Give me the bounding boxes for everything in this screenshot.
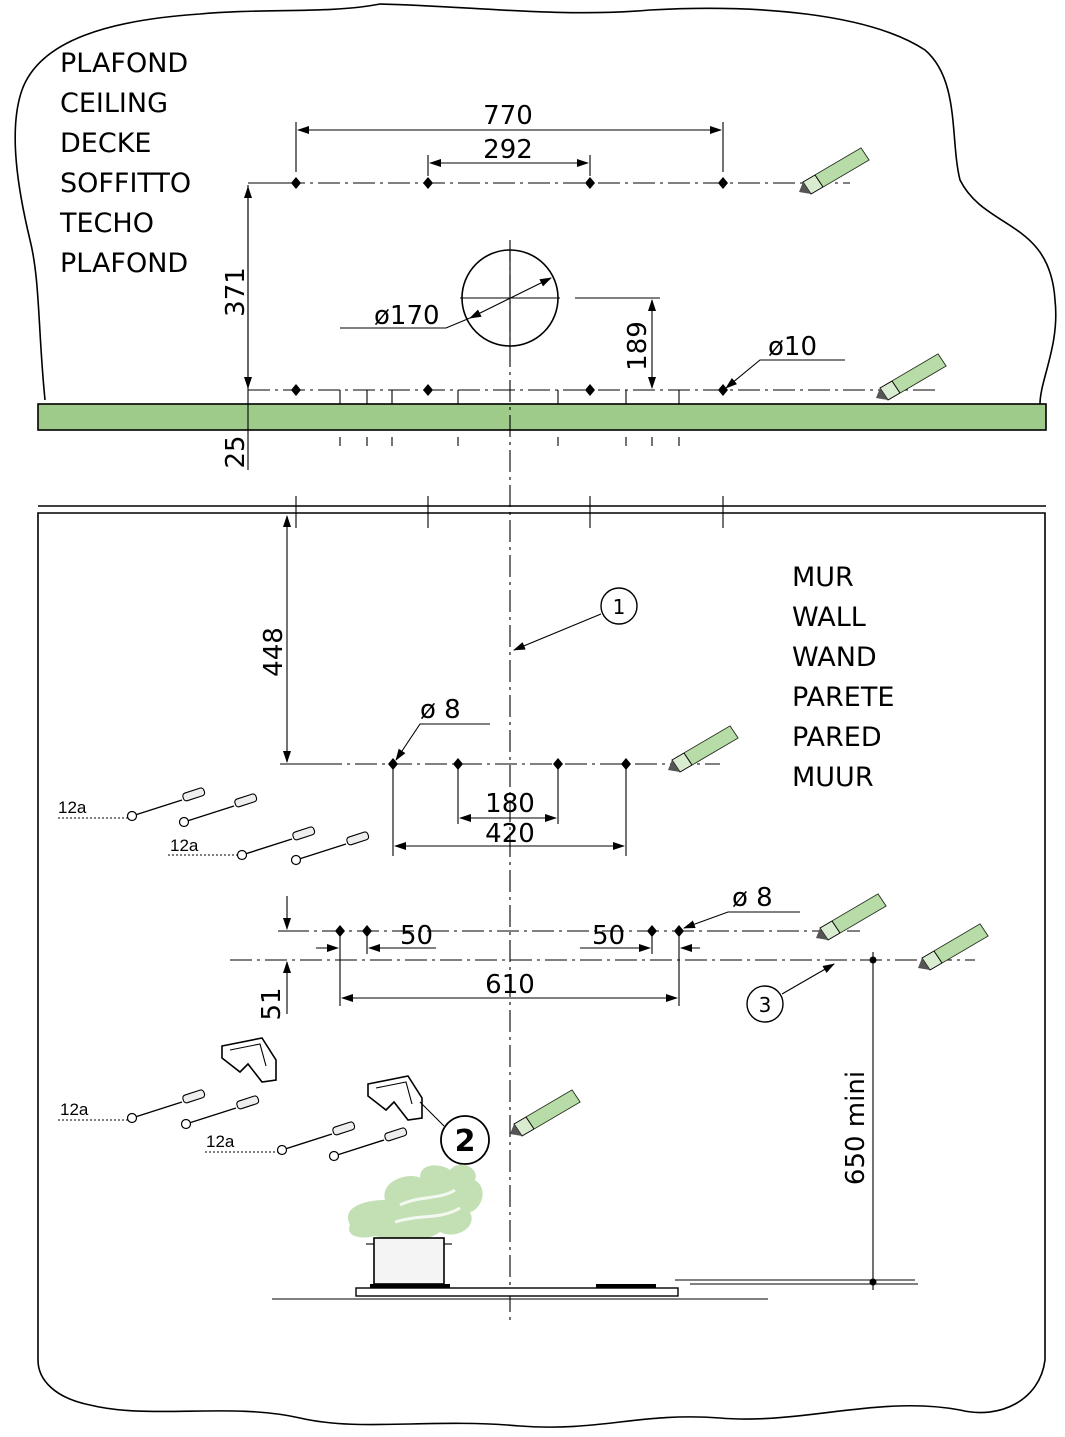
dimension-label: 420 [485, 819, 535, 849]
pencil-icon [667, 725, 739, 773]
ceiling-outline [14, 3, 1057, 405]
ceiling-label: PLAFOND [60, 248, 188, 279]
dimension-label: 189 [623, 321, 653, 371]
wall-label: MUR [792, 562, 854, 593]
fixings-lower: 12a 12a [58, 1088, 409, 1162]
callout-2: 2 [419, 1101, 490, 1165]
dimension-25: 25 [221, 403, 280, 469]
dimension-610: 610 [339, 935, 680, 1006]
dimension-label: 610 [485, 970, 535, 1000]
pencil-icon [798, 147, 870, 195]
dimension-50-left: 50 [316, 921, 436, 954]
dimension-420: 420 [392, 768, 627, 856]
dimension-label: 448 [259, 627, 289, 677]
dimension-292: 292 [427, 135, 591, 176]
ceiling-label: DECKE [60, 128, 151, 159]
bracket-illustration [221, 1037, 423, 1121]
dimension-770: 770 [295, 101, 724, 172]
dimension-label: 770 [483, 101, 533, 131]
wall-lower-hole-row: ø 8 [287, 883, 860, 937]
ceiling-band [37, 403, 1047, 431]
dimension-label: 25 [221, 435, 251, 468]
fixing-label: 12a [60, 1100, 89, 1119]
wall-top-ticks [295, 496, 724, 528]
ceiling-label: TECHO [59, 208, 154, 239]
dimension-51: 51 [257, 896, 300, 1021]
wall-label: PARED [792, 722, 882, 753]
dimension-label: 50 [592, 921, 625, 951]
callout-label: 1 [613, 595, 626, 619]
wall-label: PARETE [792, 682, 894, 713]
pencil-icon [875, 353, 947, 401]
dimension-label: ø10 [768, 332, 817, 362]
dimension-448: 448 [259, 515, 320, 765]
ceiling-label: SOFFITTO [60, 168, 191, 199]
callout-3: 3 [746, 963, 835, 1023]
pencil-icon [917, 923, 989, 971]
wall-label: WALL [792, 602, 866, 633]
band-ticks [339, 437, 680, 446]
dimension-label: 371 [221, 267, 251, 317]
callout-label: 3 [759, 993, 772, 1017]
pencil-icon [509, 1089, 581, 1137]
ceiling-top-hole-row [248, 177, 850, 189]
callout-1: 1 [513, 587, 638, 651]
fixing-label: 12a [170, 836, 199, 855]
dimension-label: 292 [483, 135, 533, 165]
ceiling-labels: PLAFOND CEILING DECKE SOFFITTO TECHO PLA… [59, 48, 191, 279]
dimension-label: ø 8 [420, 695, 461, 725]
ceiling-bottom-hole-row [248, 384, 940, 404]
wall-label: MUUR [792, 762, 874, 793]
dimension-label: ø170 [374, 301, 440, 331]
dimension-label: ø 8 [732, 883, 773, 913]
dimension-50-right: 50 [580, 921, 700, 954]
fixing-label: 12a [206, 1132, 235, 1151]
dimension-hole-10: ø10 [725, 332, 845, 389]
wall-upper-hole-row: ø 8 [320, 695, 720, 770]
ceiling-label: PLAFOND [60, 48, 188, 79]
duct-circle: ø170 [340, 249, 560, 348]
dimension-371: 371 [221, 185, 252, 470]
fixing-label: 12a [58, 798, 87, 817]
callout-label: 2 [455, 1124, 476, 1159]
dimension-label: 650 mini [841, 1071, 871, 1185]
fixings-upper: 12a 12a [58, 786, 371, 866]
dimension-label: 180 [485, 789, 535, 819]
cooktop-illustration [272, 1164, 768, 1300]
dimension-650-mini: 650 mini [675, 952, 918, 1290]
wall-labels: MUR WALL WAND PARETE PARED MUUR [792, 562, 894, 793]
dimension-180: 180 [457, 768, 559, 824]
ceiling-label: CEILING [60, 88, 168, 119]
wall-label: WAND [792, 642, 877, 673]
wall-outline [37, 512, 1046, 1428]
dimension-label: 50 [400, 921, 433, 951]
dimension-189: 189 [575, 297, 660, 389]
pencil-icon [815, 893, 887, 941]
dimension-label: 51 [257, 987, 287, 1020]
